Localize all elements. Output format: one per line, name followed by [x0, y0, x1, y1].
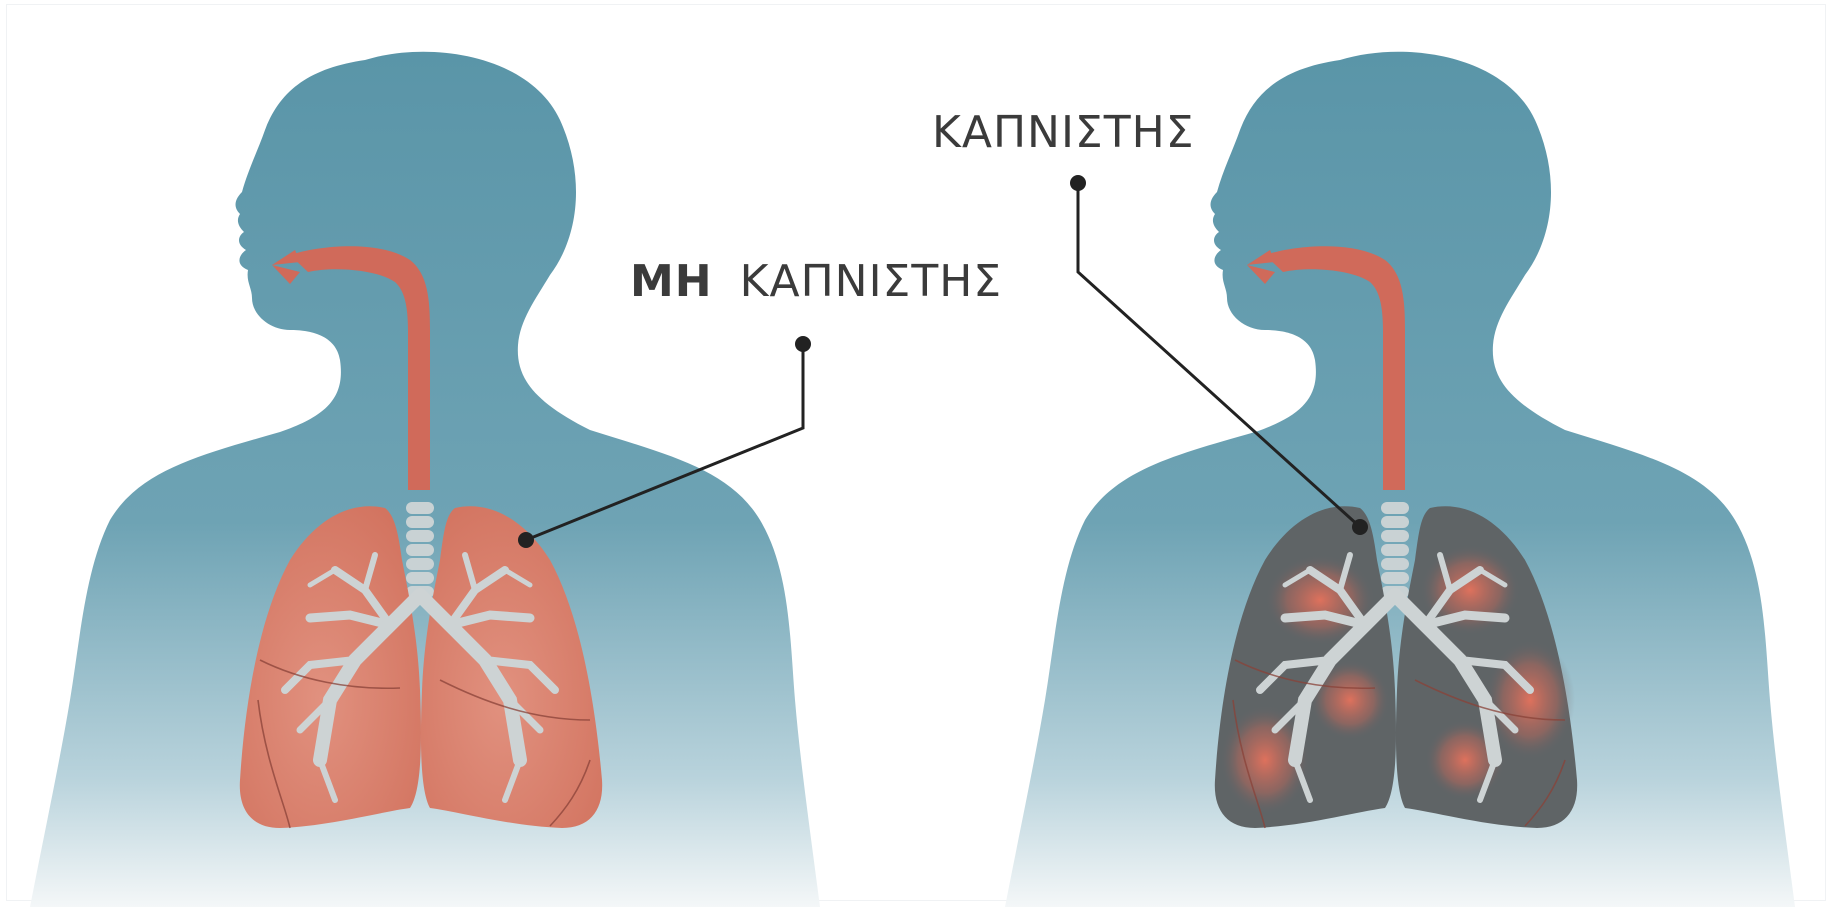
person-non-smoker	[30, 52, 820, 907]
pointer-dot-end	[518, 532, 534, 548]
person-smoker	[1005, 52, 1795, 907]
non-smoker-label: ΜΗ ΚΑΠΝΙΣΤΗΣ	[630, 256, 1002, 307]
smoker-label: ΚΑΠΝΙΣΤΗΣ	[932, 107, 1195, 158]
pointer-dot-end	[1352, 519, 1368, 535]
